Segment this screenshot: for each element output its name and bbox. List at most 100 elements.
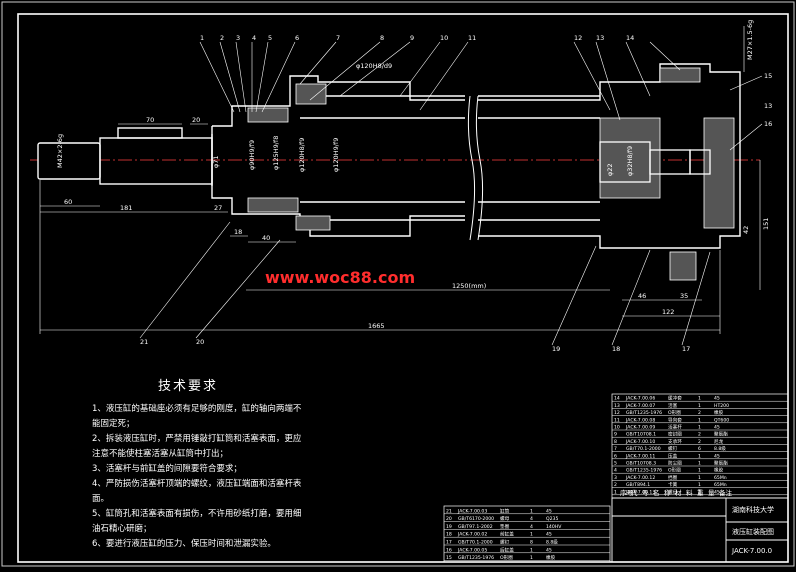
dimension-label-m27: M27×1.5-6g [746,20,754,60]
tech-requirements-list: 1、液压缸的基础座必须有足够的刚度，缸的轴向两端不能固定死；2、拆装液压缸时，严… [92,402,432,552]
dimension-label-d40: 40 [262,234,270,242]
title-block-header-cell: 料 [686,488,693,497]
bom-left-cell: JACK-7.00.03 [457,508,487,514]
bom-left-cell: 1 [530,555,533,561]
dimension-label-d18: 18 [234,228,242,236]
bom-right-cell: 45 [714,453,720,459]
break-line-left [467,95,476,241]
bom-right-cell: 1 [698,425,701,431]
bom-left-cell: 后缸盖 [500,546,514,553]
bom-right-cell: 6 [698,446,701,452]
bom-left-cell: O形圈 [500,554,513,561]
part-number-label: 9 [410,34,414,42]
dimension-label-phi120b: φ120H8/f9 [298,138,306,172]
bom-right-cell: GB/T10708.3 [626,461,656,467]
title-block-header-cell: 称 [664,488,671,497]
bom-right-cell: 2 [614,482,617,488]
bom-left-cell: 45 [546,532,552,538]
part-number-label: 1 [200,34,204,42]
dimension-label-phi22: φ22 [606,163,614,176]
dimension-label-d35: 35 [680,292,688,300]
dimension-label-d27: 27 [214,204,222,212]
bom-right-cell: 1 [698,468,701,474]
bom-right-cell: 尼龙 [714,438,724,445]
piston-block [599,141,711,183]
bom-left-cell: 19 [446,524,452,530]
bom-left-cell: 橡胶 [546,554,556,561]
bom-right-cell: 8.8级 [714,445,726,452]
bom-left-cell: 45 [546,547,552,553]
bom-right-cell: 螺钉 [668,445,678,452]
bom-right-cell: 65Mn [714,482,727,488]
title-block-header-cell: 代 [631,488,638,497]
bom-right-cell: JACK-7.00.09 [625,425,655,431]
dimension-label-d1250: 1250(mm) [452,282,486,290]
title-block-header-cell: 材 [675,488,682,497]
bom-left-cell: 16 [446,547,452,553]
sheet-inner-border [17,13,789,563]
bom-right-cell: 2 [698,439,701,445]
bom-left-cell: GB/T6170-2000 [458,516,494,522]
bom-right-cell: QT600 [714,417,729,423]
bom-right-cell: GB/T1235-1976 [626,468,662,474]
part-number-label: 19 [552,345,560,353]
part-number-label: 17 [682,345,690,353]
dimension-label-d181: 181 [120,204,132,212]
part-number-label: 12 [574,34,582,42]
bom-right-cell: 12 [614,410,620,416]
bom-right-cell: O形圈 [668,409,681,416]
title-block-header-cell: 量 [708,489,715,497]
bom-left-cell: Q235 [546,516,558,522]
part-number-label: 8 [380,34,384,42]
bom-right-cell: 聚氨酯 [714,431,728,438]
bom-right-cell: 8 [614,439,617,445]
bom-right-cell: 聚氨酯 [714,460,728,467]
bom-right-cell: JACK-7.00.10 [625,439,655,445]
dimension-label-phi125: φ125H9/f8 [272,136,280,170]
part-number-label: 10 [440,34,448,42]
dimension-label-d13: 13 [764,102,772,110]
part-number-label: 4 [252,34,256,42]
bom-left-cell: 1 [530,547,533,553]
bom-left-cell: 4 [530,524,533,530]
dimension-label-thread: M42×2-6g [56,134,64,168]
bom-right-cell: GB/T70.1-2000 [626,446,661,452]
bom-right-cell: 45 [714,425,720,431]
part-number-label: 5 [268,34,272,42]
title-block-header-cell: 重 [697,489,704,497]
bom-right-cell: 活塞 [668,402,678,409]
tech-note-line: 1、液压缸的基础座必须有足够的刚度，缸的轴向两端不 [92,404,302,414]
bom-right-cell: 2 [698,410,701,416]
bom-right-cell: JACK-7.00.06 [625,396,655,402]
tech-requirements-title: 技术要求 [158,379,219,394]
dimension-label-d122: 122 [662,308,674,316]
bom-right-cell: 45 [714,396,720,402]
bom-right-cell: 橡胶 [714,467,724,474]
tech-note-line: 注意不能使柱塞活塞从缸筒中打出； [92,449,229,459]
bom-right-cell: 3 [614,475,617,481]
bom-left-cell: 螺母 [500,515,510,522]
bom-right-cell: 9 [614,432,617,438]
bom-left-cell: 45 [546,508,552,514]
bom-right-cell: 缓冲套 [668,395,682,402]
dimension-label-d1665: 1665 [368,322,385,330]
bom-left-cell: 8 [530,540,533,546]
part-number-label: 7 [336,34,340,42]
bom-table-left [443,505,611,563]
bom-right-cell: JACK-7.00.07 [625,403,655,409]
part-number-label: 6 [295,34,299,42]
title-block-drawing-name: 液压缸装配图 [732,527,774,536]
bom-left-cell: 17 [446,540,452,546]
part-number-label: 13 [596,34,604,42]
bom-right-cell: 10 [614,425,620,431]
dimension-lines [39,26,761,334]
part-number-label: 3 [236,34,240,42]
part-number-label: 11 [468,34,476,42]
bom-right-cell: 5 [614,461,617,467]
bom-right-cell: 7 [614,446,617,452]
bom-right-cell: GB/T10708.1 [626,432,656,438]
